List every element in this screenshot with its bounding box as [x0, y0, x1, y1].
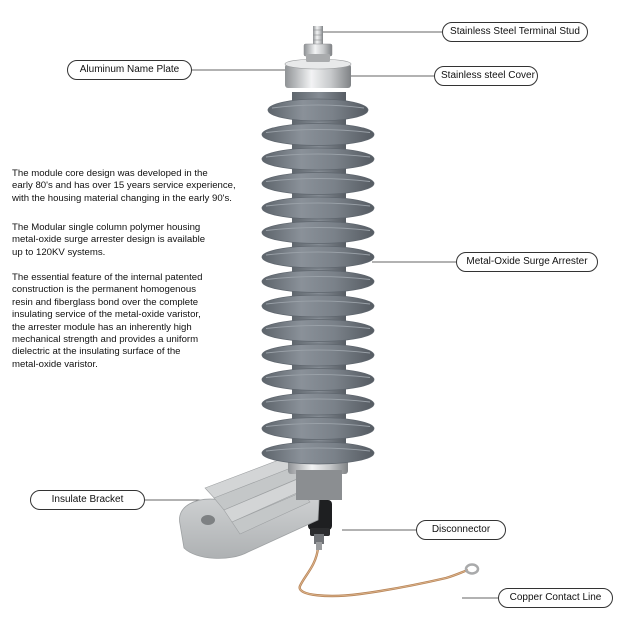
housing-shed-highlight [265, 153, 371, 158]
housing-shed-highlight [265, 178, 371, 182]
description-paragraph-1: The module core design was developed in … [12, 168, 236, 204]
housing-shed [261, 417, 375, 440]
housing-shed-highlight [265, 129, 371, 133]
housing-shed [267, 98, 369, 122]
stainless-steel-cover [284, 58, 352, 88]
housing-shed [261, 196, 375, 220]
label-disconnector: Disconnector [416, 520, 506, 540]
copper-contact-line [298, 547, 480, 598]
housing-shed [261, 221, 375, 244]
label-terminal-stud: Stainless Steel Terminal Stud [442, 22, 588, 42]
housing-shed [261, 294, 375, 318]
housing-shed-highlight [265, 423, 371, 427]
bracket-mounting-hole [201, 515, 215, 525]
housing-shed-highlight [265, 398, 371, 403]
description-paragraph-3: The essential feature of the internal pa… [12, 272, 203, 370]
housing-shed [261, 441, 375, 465]
housing-shed [261, 147, 375, 171]
housing-shed [261, 172, 375, 195]
housing-shed [261, 270, 375, 293]
insulate-bracket [179, 454, 321, 559]
label-copper-line: Copper Contact Line [498, 588, 613, 608]
label-name-plate: Aluminum Name Plate [67, 60, 192, 80]
housing-shed-highlight [265, 251, 371, 256]
housing-shed [261, 368, 375, 391]
housing-shed [261, 123, 375, 146]
housing-shed [261, 245, 375, 269]
housing-shed [261, 392, 375, 416]
housing-shed [261, 319, 375, 342]
housing-shed-highlight [265, 447, 371, 452]
housing-shed-highlight [265, 374, 371, 378]
ring-terminal [464, 563, 480, 575]
label-arrester: Metal-Oxide Surge Arrester [456, 252, 598, 272]
housing-shed-highlight [265, 227, 371, 231]
leader-lines [145, 31, 498, 599]
terminal-stud [303, 26, 333, 62]
housing-shed-highlight [265, 202, 371, 207]
housing-shed-highlight [265, 276, 371, 280]
housing-shed-highlight [265, 300, 371, 305]
label-bracket: Insulate Bracket [30, 490, 145, 510]
housing-shed-highlight [265, 349, 371, 354]
label-cover: Stainless steel Cover [434, 66, 538, 86]
description-paragraph-2: The Modular single column polymer housin… [12, 222, 206, 258]
housing-shed-highlight [265, 325, 371, 329]
housing-sheds [261, 98, 375, 465]
housing-shed [261, 343, 375, 367]
housing-shed-highlight [271, 104, 365, 109]
